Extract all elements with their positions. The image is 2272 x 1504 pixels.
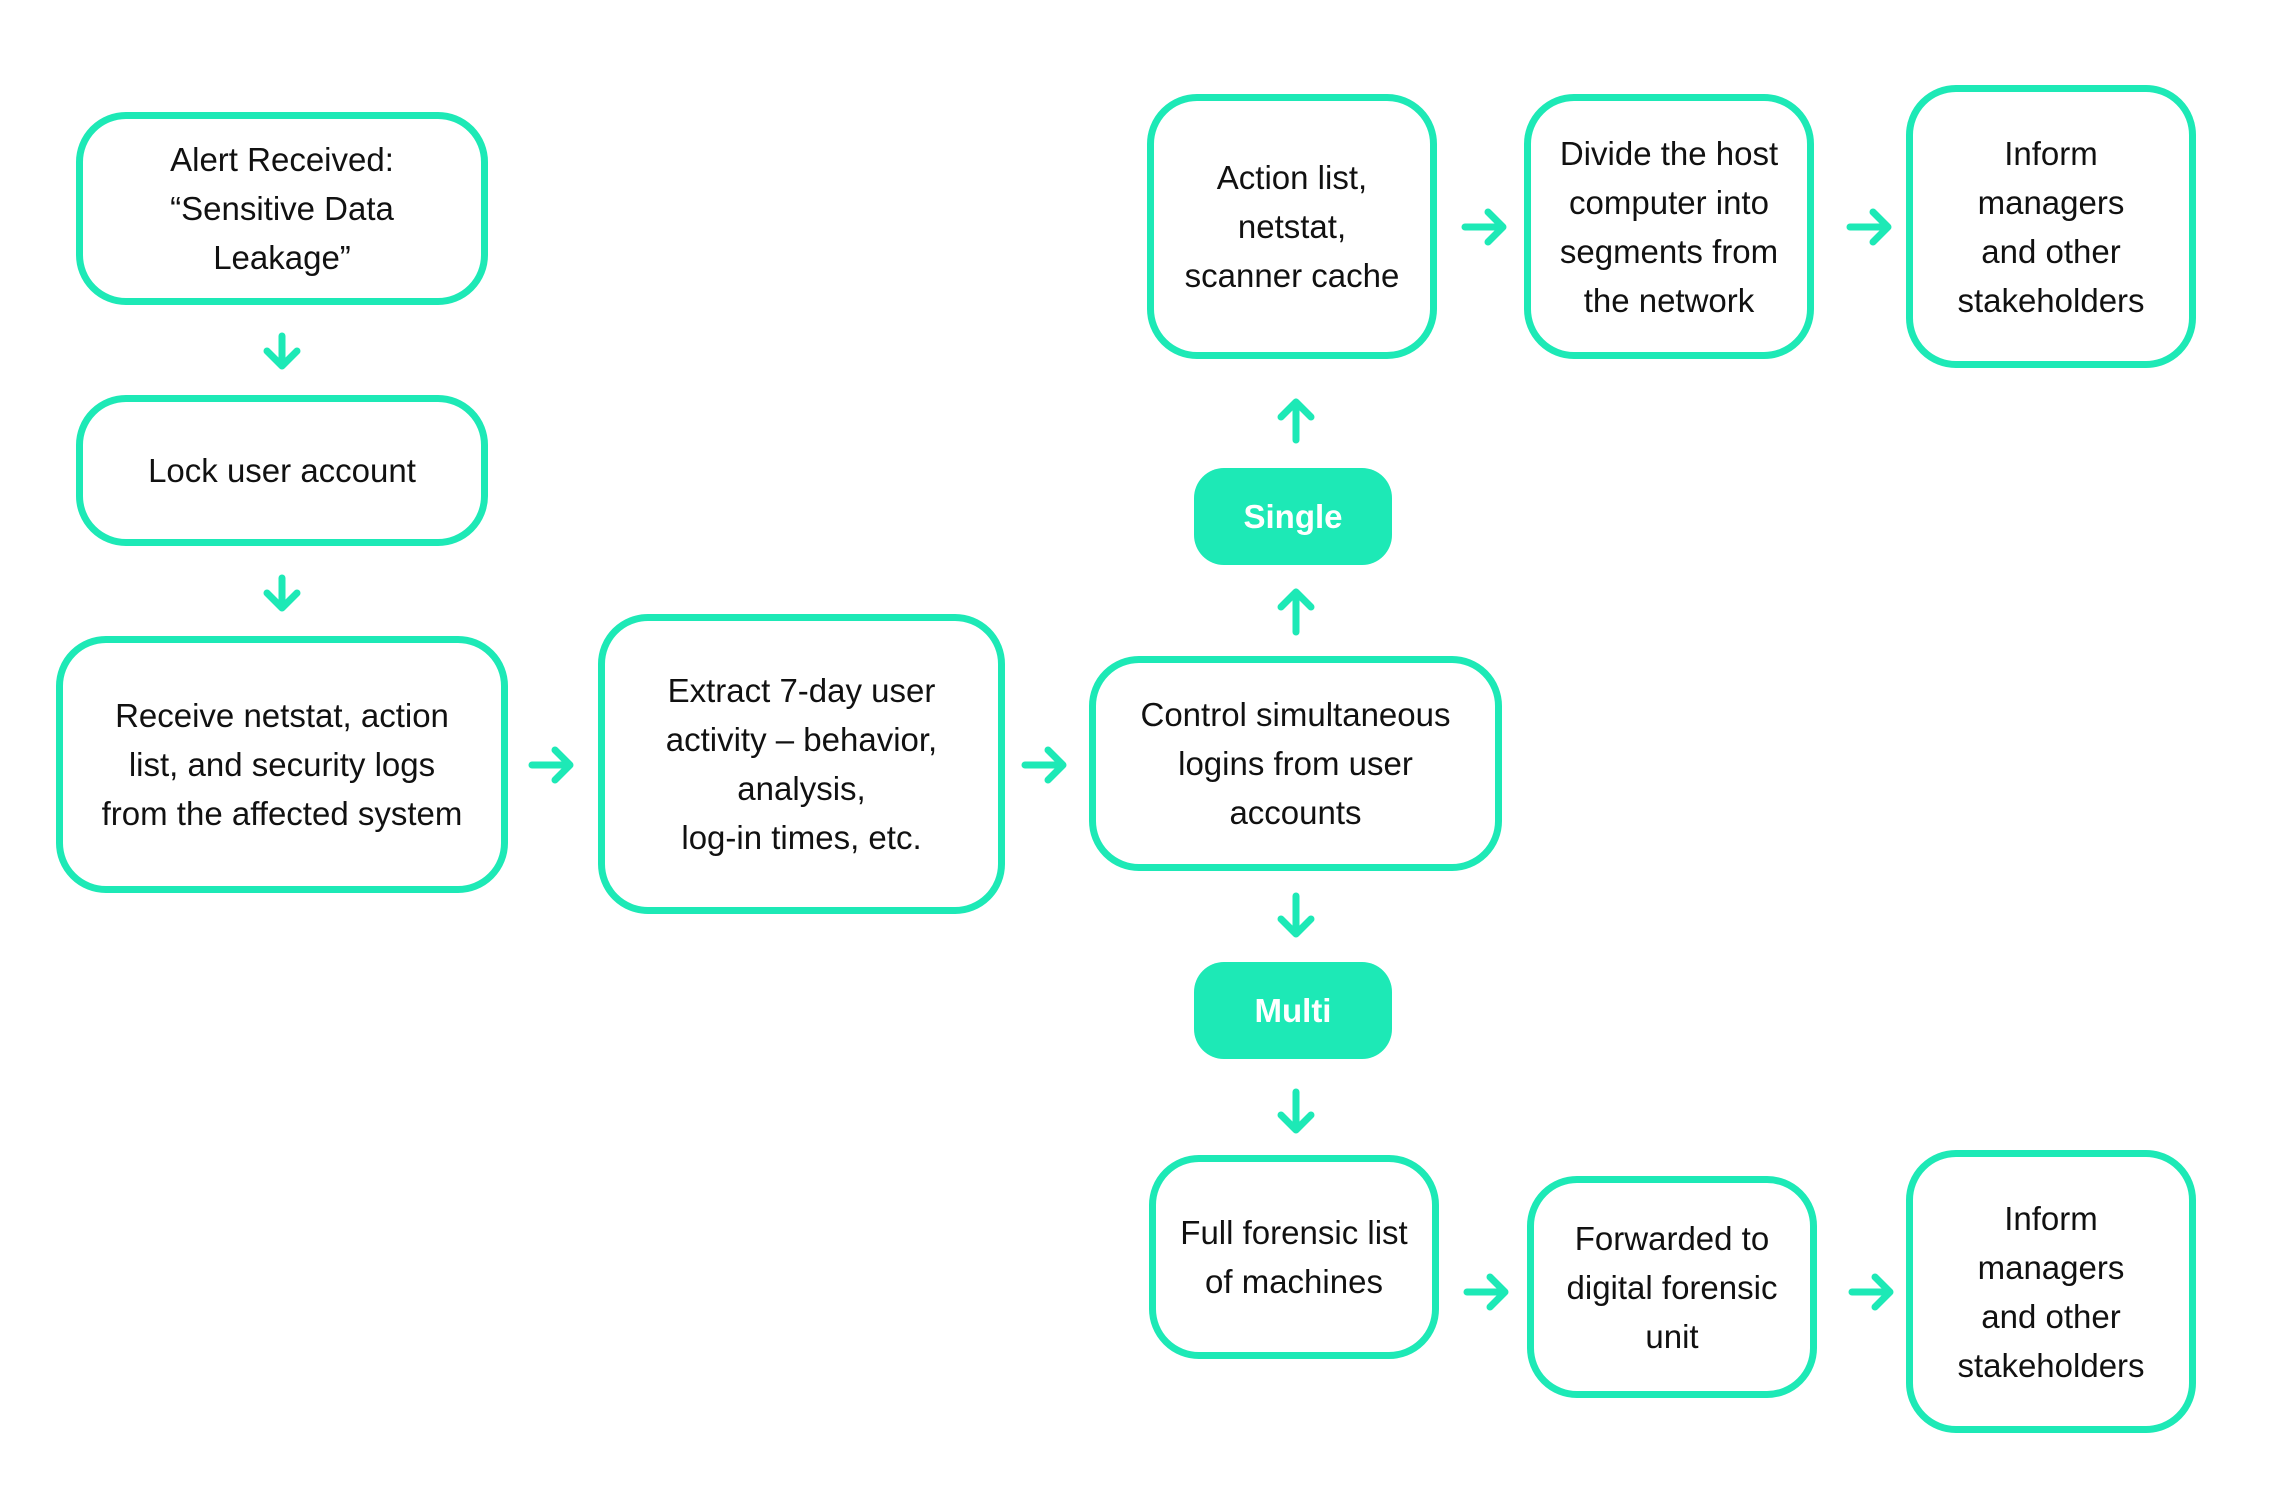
node-lock-user-account-label: Lock user account: [148, 452, 416, 489]
node-action-list-label: Action list, netstat, scanner cache: [1184, 159, 1400, 294]
node-forwarded-unit-label: Forwarded to digital forensic unit: [1566, 1219, 1778, 1355]
node-forwarded-unit: Forwarded to digital forensic unit: [1527, 1176, 1817, 1398]
node-receive-logs-label: Receive netstat, action list, and securi…: [101, 697, 463, 832]
arrow-action-to-divide: [1461, 208, 1507, 246]
branch-single-label: Single: [1243, 497, 1343, 535]
arrow-lock-to-receive: [263, 574, 301, 612]
arrow-multi-to-forensic: [1277, 1088, 1315, 1134]
node-inform-managers-top-label: Inform managers and other stakeholders: [1957, 134, 2145, 319]
node-extract-activity: Extract 7-day user activity – behavior, …: [598, 614, 1005, 914]
node-action-list: Action list, netstat, scanner cache: [1147, 94, 1437, 359]
node-receive-logs: Receive netstat, action list, and securi…: [56, 636, 508, 893]
arrow-extract-to-control: [1021, 746, 1067, 784]
node-inform-managers-top: Inform managers and other stakeholders: [1906, 85, 2196, 368]
arrow-control-to-multi: [1277, 892, 1315, 938]
arrow-receive-to-extract: [528, 746, 574, 784]
node-inform-managers-bottom: Inform managers and other stakeholders: [1906, 1150, 2196, 1433]
node-divide-host-label: Divide the host computer into segments f…: [1559, 134, 1779, 319]
arrow-divide-to-inform: [1846, 208, 1892, 246]
node-alert-received-label: Alert Received: “Sensitive Data Leakage”: [170, 141, 394, 276]
branch-single-badge: Single: [1194, 468, 1392, 565]
arrow-forwarded-to-inform: [1848, 1273, 1894, 1311]
node-lock-user-account: Lock user account: [76, 395, 488, 546]
node-forensic-list-label: Full forensic list of machines: [1180, 1214, 1408, 1300]
arrow-alert-to-lock: [263, 332, 301, 370]
arrow-single-to-action: [1277, 398, 1315, 444]
node-alert-received: Alert Received: “Sensitive Data Leakage”: [76, 112, 488, 305]
branch-multi-label: Multi: [1254, 991, 1332, 1029]
node-inform-managers-bottom-label: Inform managers and other stakeholders: [1957, 1199, 2145, 1384]
node-divide-host: Divide the host computer into segments f…: [1524, 94, 1814, 359]
node-forensic-list: Full forensic list of machines: [1149, 1155, 1439, 1359]
node-control-logins-label: Control simultaneous logins from user ac…: [1140, 696, 1451, 831]
arrow-forensic-to-forwarded: [1463, 1273, 1509, 1311]
node-extract-activity-label: Extract 7-day user activity – behavior, …: [665, 672, 938, 856]
arrow-control-to-single: [1277, 588, 1315, 636]
node-control-logins: Control simultaneous logins from user ac…: [1089, 656, 1502, 871]
branch-multi-badge: Multi: [1194, 962, 1392, 1059]
